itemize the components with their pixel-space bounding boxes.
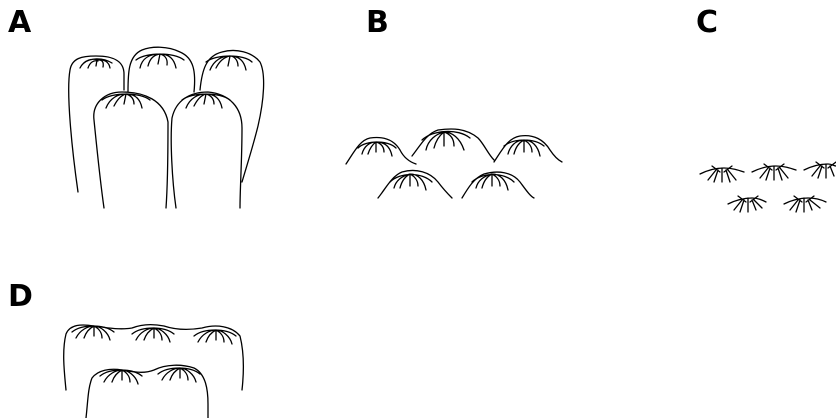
panel-a-illustration [69,47,264,208]
panel-d-tentacles [100,368,200,384]
panel-a-polyp [69,56,124,192]
panel-b-polyp [378,170,452,198]
panel-a-polyp [128,47,195,92]
panel-c-polyp [804,162,836,178]
panel-d-illustration [64,325,244,418]
panel-a-polyp [94,92,168,208]
panel-b-polyp [462,172,534,198]
panel-a-polyp [200,50,264,182]
panel-d-tentacles [72,326,236,344]
panel-c-polyp [752,164,796,180]
panel-c-illustration [700,162,836,212]
panel-b-polyp [412,129,494,160]
panel-c-polyp [700,166,744,182]
panel-a-polyp [171,92,242,208]
panel-b-polyp [346,138,416,165]
panel-b-illustration [346,129,562,198]
panel-b-polyp [494,136,562,162]
panel-c-polyp [784,196,826,212]
panel-c-polyp [728,196,766,212]
